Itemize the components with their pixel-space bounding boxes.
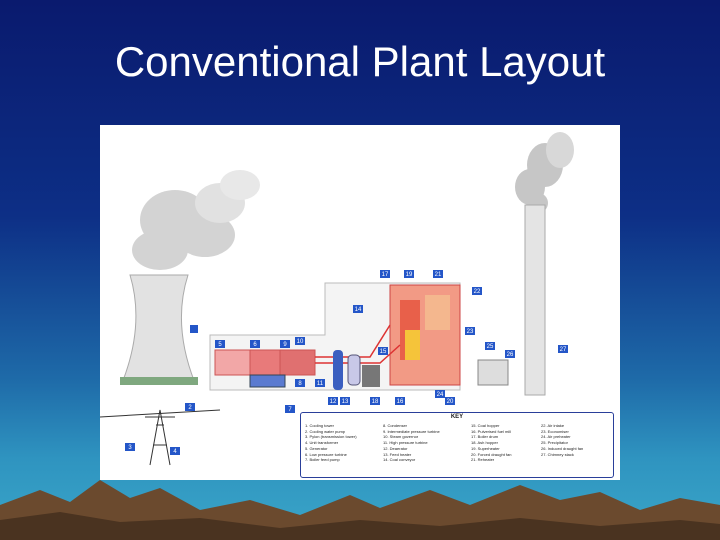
key-column: 22. Air intake 23. Economiser 24. Air pr…: [541, 423, 583, 457]
marker-22: 22: [474, 289, 481, 295]
transmission-pylon: [100, 410, 220, 465]
marker-24: 24: [437, 392, 444, 398]
slide-title: Conventional Plant Layout: [0, 38, 720, 86]
cooling-tower-steam: [132, 170, 260, 270]
cooling-tower-base: [120, 377, 198, 385]
mountain-range: [0, 460, 720, 540]
marker-20: 20: [447, 399, 454, 405]
marker-26: 26: [507, 352, 514, 358]
marker-17: 17: [382, 272, 389, 278]
marker-21: 21: [435, 272, 442, 278]
chimney-smoke: [515, 132, 574, 213]
marker-10: 10: [297, 339, 304, 345]
marker-23: 23: [467, 329, 474, 335]
plant-diagram: 2 3 4 5 6 7 8 9 10 11 12 13 14 15 16 17 …: [100, 125, 620, 480]
marker-11: 11: [317, 381, 324, 387]
marker-16: 16: [397, 399, 404, 405]
key-title: KEY: [301, 414, 613, 420]
marker-15: 15: [380, 349, 387, 355]
key-column: 8. Condenser 9. Intermediate pressure tu…: [383, 423, 440, 463]
key-column: 15. Coal hopper 16. Pulverised fuel mill…: [471, 423, 511, 463]
key-item: 27. Chimney stack: [541, 452, 583, 458]
precipitator: [478, 360, 508, 385]
marker-13: 13: [342, 399, 349, 405]
key-item: 26. Induced draught fan: [541, 446, 583, 452]
cooling-tower: [122, 275, 195, 383]
marker-25: 25: [487, 344, 494, 350]
marker-19: 19: [406, 272, 413, 278]
marker-12: 12: [330, 399, 337, 405]
marker-27: 27: [560, 347, 567, 353]
key-column: 1. Cooling tower 2. Cooling water pump 3…: [305, 423, 357, 463]
chimney-stack: [525, 205, 545, 395]
marker-18: 18: [372, 399, 379, 405]
marker-14: 14: [355, 307, 362, 313]
